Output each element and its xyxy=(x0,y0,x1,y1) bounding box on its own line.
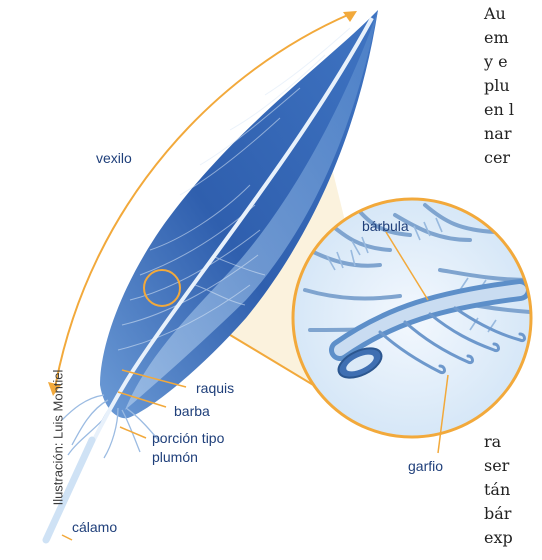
side-text-top: Au em y e plu en l nar cer xyxy=(484,2,514,170)
label-calamo: cálamo xyxy=(72,519,117,535)
label-porcion-line2: plumón xyxy=(152,449,198,465)
side-text-line: em xyxy=(484,26,514,50)
label-garfio: garfio xyxy=(408,458,443,474)
label-porcion-line1: porción tipo xyxy=(152,430,224,446)
label-vexilo: vexilo xyxy=(96,150,132,166)
illustration-credit: Ilustración: Luis Montiel xyxy=(51,328,66,548)
side-text-line: y e xyxy=(484,50,514,74)
side-text-line: nar xyxy=(484,122,514,146)
label-raquis: raquis xyxy=(196,380,234,396)
side-text-line: ser xyxy=(484,454,513,478)
side-text-line: plu xyxy=(484,74,514,98)
side-text-line: cer xyxy=(484,146,514,170)
side-text-line: tán xyxy=(484,478,513,502)
label-barba: barba xyxy=(174,403,210,419)
side-text-line: en l xyxy=(484,98,514,122)
side-text-bottom: ra ser tán bár exp xyxy=(484,430,513,550)
side-text-line: Au xyxy=(484,2,514,26)
side-text-line: ra xyxy=(484,430,513,454)
side-text-line: exp xyxy=(484,526,513,550)
side-text-line: bár xyxy=(484,502,513,526)
label-barbula: bárbula xyxy=(362,218,409,234)
